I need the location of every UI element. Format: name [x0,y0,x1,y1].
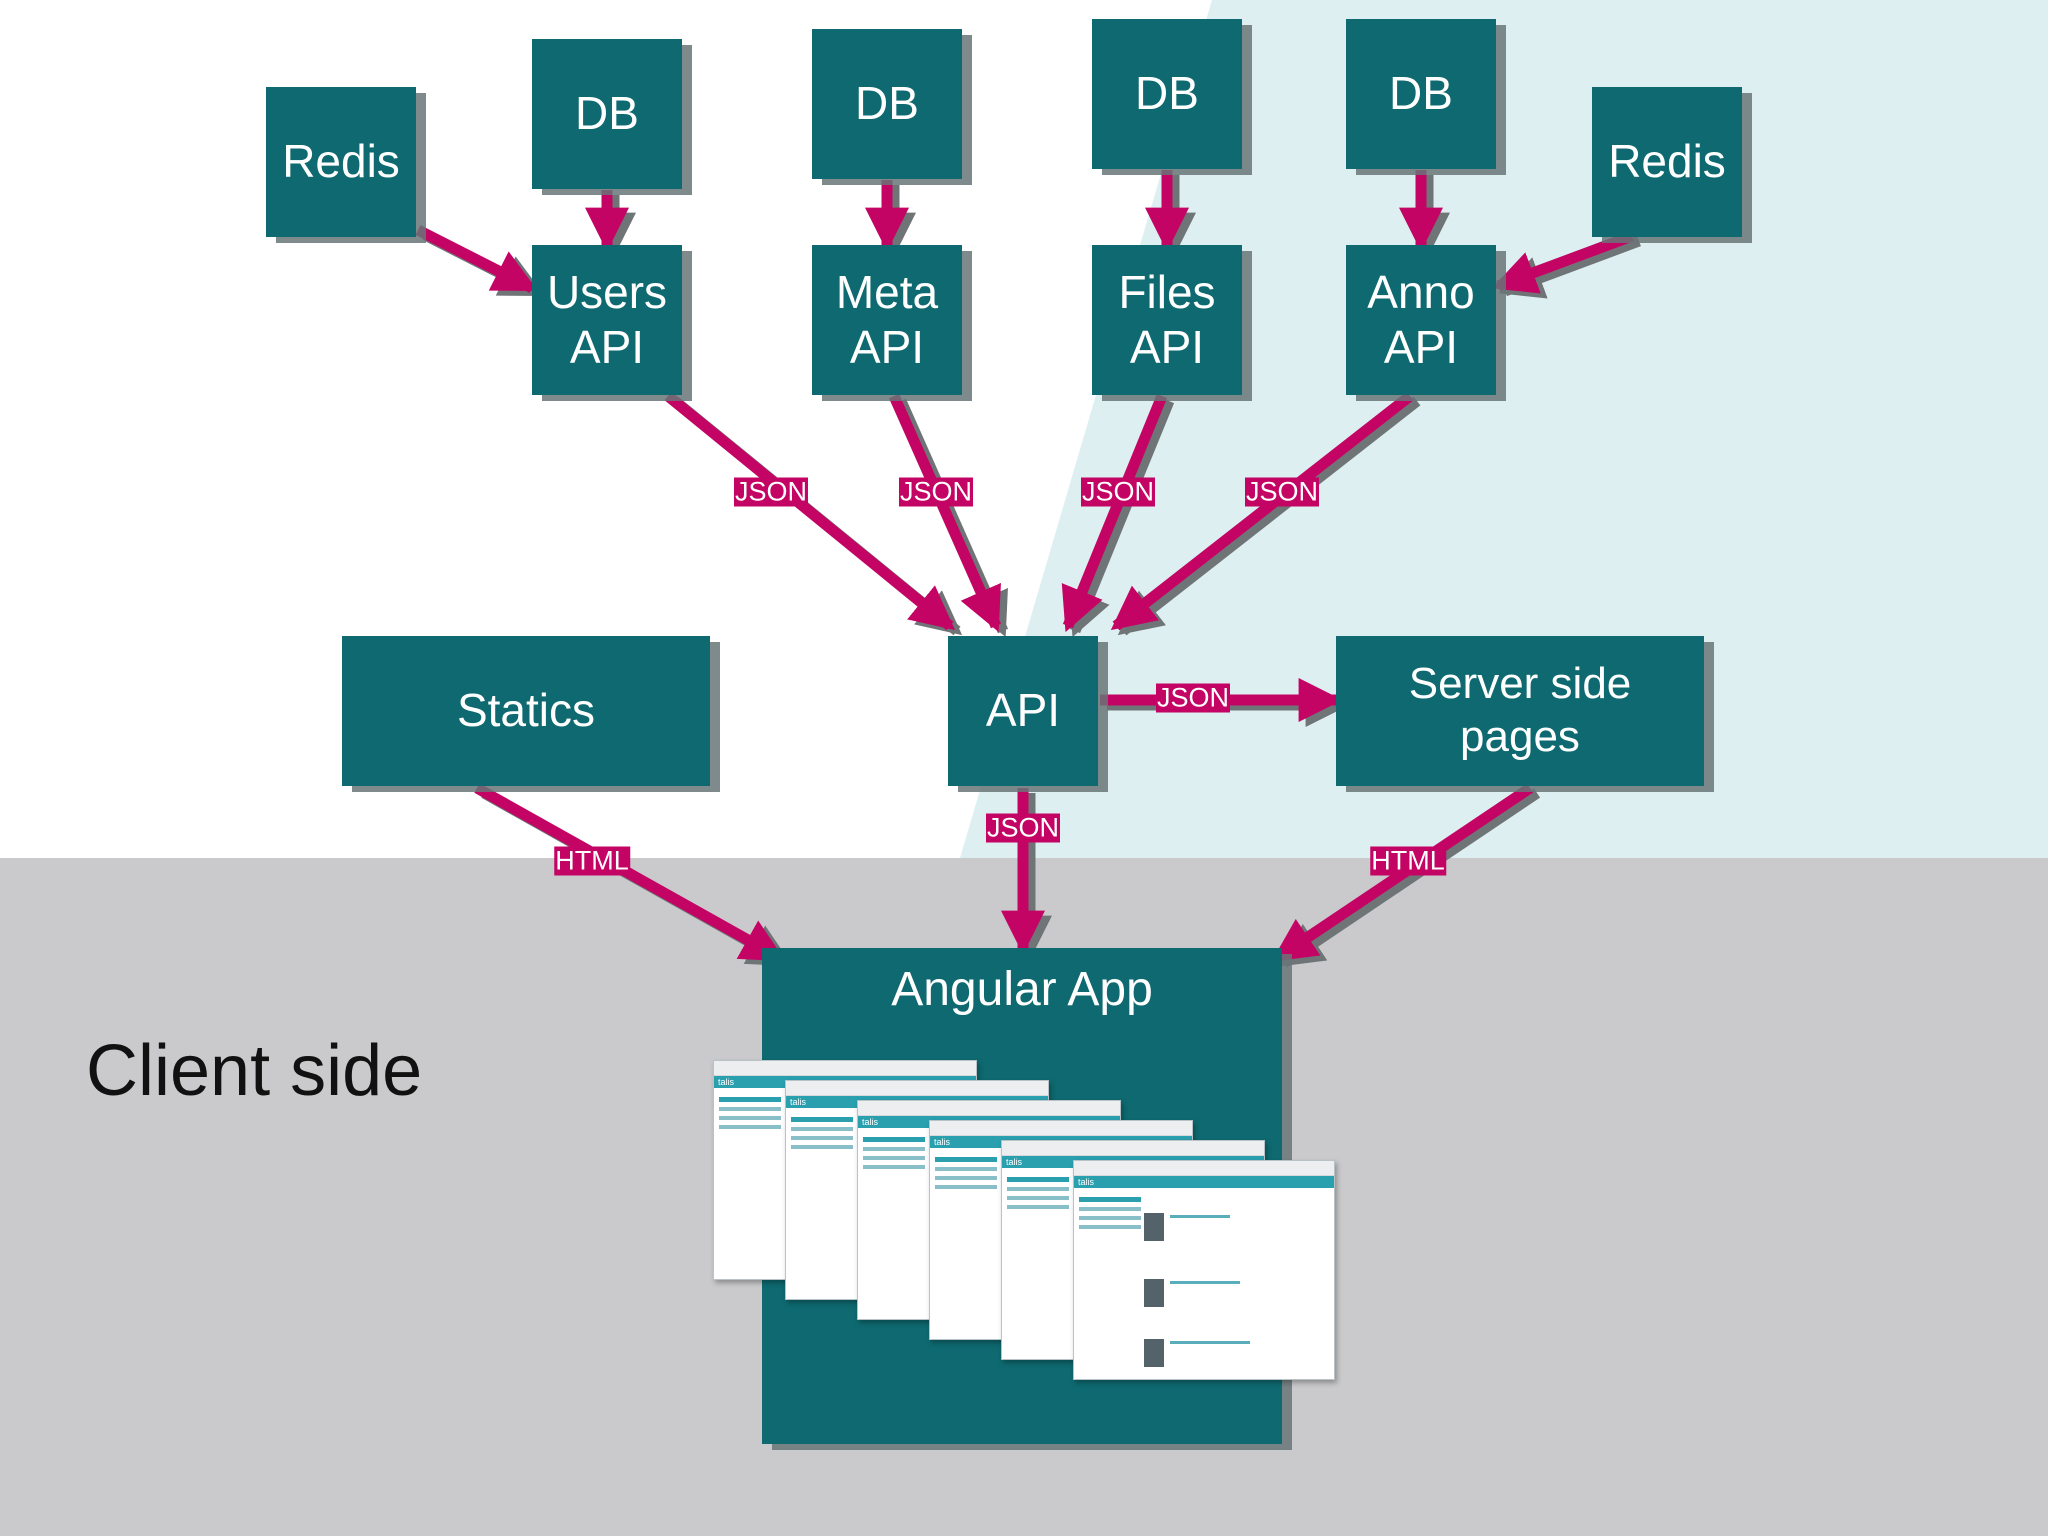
browser-chrome [1002,1141,1264,1156]
browser-chrome [786,1081,1048,1096]
statics-node: Statics [342,636,710,786]
db-4-label: DB [1389,67,1453,120]
db-3-node: DB [1092,19,1242,169]
edge-label-files-api-to-api: JSON [1080,476,1156,507]
resource-thumbnail [1144,1279,1164,1307]
sidebar-line [863,1156,925,1160]
edge-label-meta-api-to-api: JSON [898,476,974,507]
app-screenshot: talis [1073,1160,1335,1380]
api-node: API [948,636,1098,786]
edge-redis-right-to-anno-api [1491,230,1634,294]
sidebar-line [791,1145,853,1149]
arrows [415,170,1634,963]
app-brand-bar: talis [1074,1176,1334,1188]
resource-link [1170,1281,1240,1284]
resource-thumbnail [1144,1339,1164,1367]
app-sidebar [863,1137,925,1174]
sidebar-line [935,1167,997,1171]
db-2-node: DB [812,29,962,179]
db-4-node: DB [1346,19,1496,169]
edge-label-users-api-to-api: JSON [733,476,809,507]
resource-link [1170,1341,1250,1344]
client-side-label: Client side [86,1031,423,1111]
sidebar-line [1007,1177,1069,1182]
sidebar-line [719,1125,781,1129]
browser-chrome [714,1061,976,1076]
db-3-label: DB [1135,67,1199,120]
files-api-node: Files API [1092,245,1242,395]
edge-files-api-to-api [1061,393,1168,633]
sidebar-line [863,1165,925,1169]
sidebar-line [719,1107,781,1111]
redis-left-label: Redis [282,135,400,188]
edge-anno-api-to-api [1110,391,1414,631]
users-api-node: Users API [532,245,682,395]
browser-chrome [858,1101,1120,1116]
sidebar-line [935,1176,997,1180]
sidebar-line [1007,1205,1069,1209]
sidebar-line [1079,1207,1141,1211]
db-2-label: DB [855,77,919,130]
db-1-label: DB [575,87,639,140]
app-sidebar [791,1117,853,1154]
redis-left-node: Redis [266,87,416,237]
sidebar-line [791,1127,853,1131]
users-api-label: Users API [546,265,668,373]
meta-api-node: Meta API [812,245,962,395]
sidebar-line [791,1117,853,1122]
edge-label-api-to-angular-app: JSON [985,812,1061,843]
browser-chrome [930,1121,1192,1136]
edge-label-statics-to-angular-app: HTML [554,845,630,876]
edge-redis-left-to-users-api [415,225,538,293]
sidebar-line [1007,1196,1069,1200]
server-pages-node: Server side pages [1336,636,1704,786]
sidebar-line [719,1097,781,1102]
sidebar-line [935,1157,997,1162]
sidebar-line [1007,1187,1069,1191]
db-1-node: DB [532,39,682,189]
anno-api-label: Anno API [1367,265,1475,373]
sidebar-line [719,1116,781,1120]
edge-label-api-to-server-pages: JSON [1155,682,1231,713]
browser-chrome [1074,1161,1334,1176]
edge-meta-api-to-api [888,393,1002,633]
angular-app-title: Angular App [891,963,1153,1016]
edge-users-api-to-api [664,391,956,631]
sidebar-line [791,1136,853,1140]
api-label: API [985,684,1061,737]
redis-right-node: Redis [1592,87,1742,237]
server-side-tint [960,0,2048,858]
sidebar-line [935,1185,997,1189]
app-sidebar [1007,1177,1069,1214]
sidebar-line [863,1137,925,1142]
app-sidebar [1079,1197,1141,1234]
meta-api-label: Meta API [835,265,939,373]
sidebar-line [1079,1225,1141,1229]
edge-label-anno-api-to-api: JSON [1244,476,1320,507]
edge-shadow-anno-api-to-api [1117,396,1421,636]
redis-right-label: Redis [1608,135,1726,188]
sidebar-line [1079,1197,1141,1202]
anno-api-node: Anno API [1346,245,1496,395]
resource-link [1170,1215,1230,1218]
edge-shadow-server-pages-to-angular-app [1278,788,1541,968]
app-sidebar [935,1157,997,1194]
files-api-label: Files API [1118,265,1216,373]
edge-label-server-pages-to-angular-app: HTML [1370,845,1446,876]
sidebar-line [863,1147,925,1151]
resource-thumbnail [1144,1213,1164,1241]
app-sidebar [719,1097,781,1134]
server-pages-label: Server side pages [1408,659,1632,761]
statics-label: Statics [456,684,596,737]
sidebar-line [1079,1216,1141,1220]
